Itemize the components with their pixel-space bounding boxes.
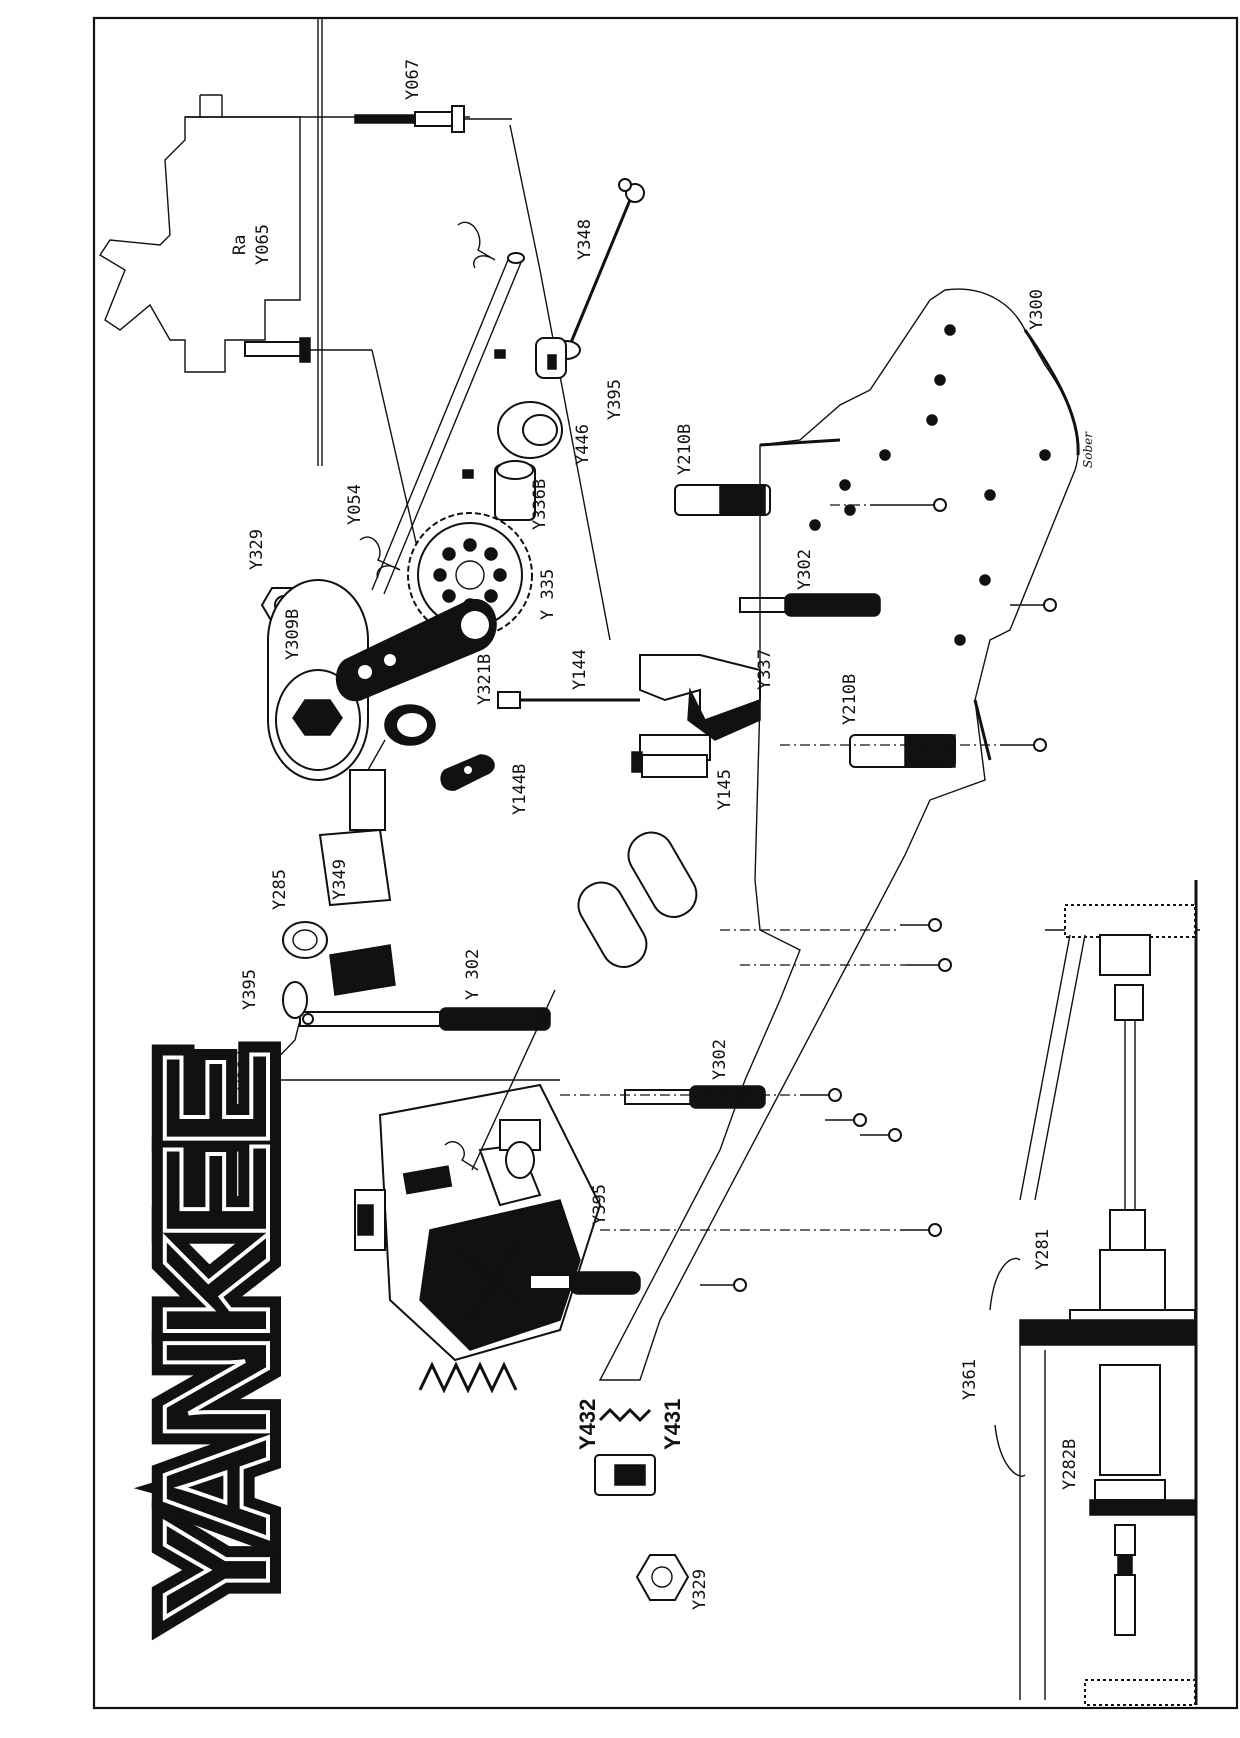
part-label-y431: Y431: [660, 1399, 685, 1450]
part-label-y395-bottom: Y395: [590, 1184, 610, 1225]
part-y210b-post-bottom: [849, 734, 956, 768]
part-label-y282b: Y282B: [1060, 1439, 1080, 1490]
part-y144-link-rod: [497, 691, 640, 709]
part-label-y285: Y285: [270, 869, 290, 910]
part-label-y281: Y281: [1033, 1229, 1053, 1270]
part-y395-ball-link-top: [494, 337, 567, 379]
part-y300-chassis-plate: [598, 288, 1080, 1381]
shock-mount-block: [329, 944, 396, 996]
part-label-y349: Y349: [330, 859, 350, 900]
part-label-y337: Y337: [755, 649, 775, 690]
part-label-y144b: Y144B: [510, 764, 530, 815]
part-y395-ball-link-left: [282, 981, 308, 1019]
artist-signature: Sober: [1081, 431, 1095, 468]
part-y067-pin: [354, 105, 512, 133]
part-y054-clip: [359, 536, 401, 579]
part-label-y302-top: Y302: [795, 549, 815, 590]
svg-text:YANKEE: YANKEE: [132, 1054, 300, 1620]
part-y446-washer: [497, 401, 563, 459]
part-label-y210b-top: Y210B: [675, 424, 695, 475]
part-label-y300: Y300: [1027, 289, 1047, 330]
part-y329-nut-bottom: [635, 1554, 690, 1601]
part-y349-drive-shaft: [318, 739, 392, 907]
part-y395-ball-link-bottom: [505, 1141, 535, 1179]
bearing-ring: [384, 704, 436, 746]
part-label-y395-left: Y395: [240, 969, 260, 1010]
part-label-y329-top: Y329: [247, 529, 267, 570]
part-y302-damper-center: [624, 1085, 766, 1109]
chassis-slots: [577, 831, 698, 968]
gearbox-rear-damper: [529, 1271, 641, 1295]
part-label-y302-center: Y302: [710, 1039, 730, 1080]
retaining-clip-gearbox: [444, 1141, 479, 1171]
gearbox-assembly: [354, 1083, 602, 1362]
diagram-frame: [92, 16, 1239, 1710]
part-y210b-post-top: [674, 484, 771, 516]
servo-pivot-pin: [244, 337, 372, 363]
part-y302-damper-mid: [299, 1007, 551, 1031]
part-label-y284: Y284: [235, 1049, 255, 1090]
part-y335-spur-gear: [407, 512, 533, 638]
part-label-y054: Y054: [345, 484, 365, 525]
part-label-y348: Y348: [575, 219, 595, 260]
part-label-y336b: Y336B: [530, 479, 550, 530]
part-y145-plate: [631, 734, 711, 778]
part-label-y335: Y 335: [538, 569, 558, 620]
part-label-y329-bottom: Y329: [690, 1569, 710, 1610]
part-y337-bracket: [639, 654, 761, 741]
servo-outline: [99, 94, 470, 373]
part-y284-pivot-ball: [258, 1019, 301, 1078]
part-label-y067: Y067: [403, 59, 423, 100]
part-y348-linkage-rod: [551, 178, 645, 360]
retaining-clip-top: [457, 221, 496, 269]
part-label-y309b: Y309B: [283, 609, 303, 660]
svg-text:YANKEE: YANKEE: [132, 1054, 300, 1620]
long-steering-shaft: [371, 252, 525, 595]
part-y302-damper-top: [739, 593, 881, 617]
coil-spring: [418, 1361, 518, 1394]
part-label-y065: Y065: [253, 224, 273, 265]
yankee-logo: YANKEE YANKEE: [119, 1041, 313, 1633]
part-label-y302-mid: Y 302: [463, 949, 483, 1000]
long-rod-gearbox: [471, 989, 556, 1171]
part-y431-y432-drive-cup: [594, 1407, 656, 1496]
part-label-y144: Y144: [570, 649, 590, 690]
chassis-screws: [700, 498, 1057, 1292]
part-label-y321b: Y321B: [475, 654, 495, 705]
part-label-y432: Y432: [575, 1399, 600, 1450]
part-label-y446: Y446: [573, 424, 593, 465]
part-y336b-spacer: [462, 460, 536, 521]
part-y321b-steering-arm: [335, 599, 497, 702]
servo-mark-label: Ra: [230, 235, 250, 255]
part-y144b-arm: [440, 754, 495, 791]
part-y285-bearing: [282, 921, 328, 959]
part-label-y145: Y145: [715, 769, 735, 810]
part-label-y395-top: Y395: [605, 379, 625, 420]
side-view-inset: [1019, 880, 1200, 1706]
part-label-y361: Y361: [960, 1359, 980, 1400]
part-label-y210b-bottom: Y210B: [840, 674, 860, 725]
